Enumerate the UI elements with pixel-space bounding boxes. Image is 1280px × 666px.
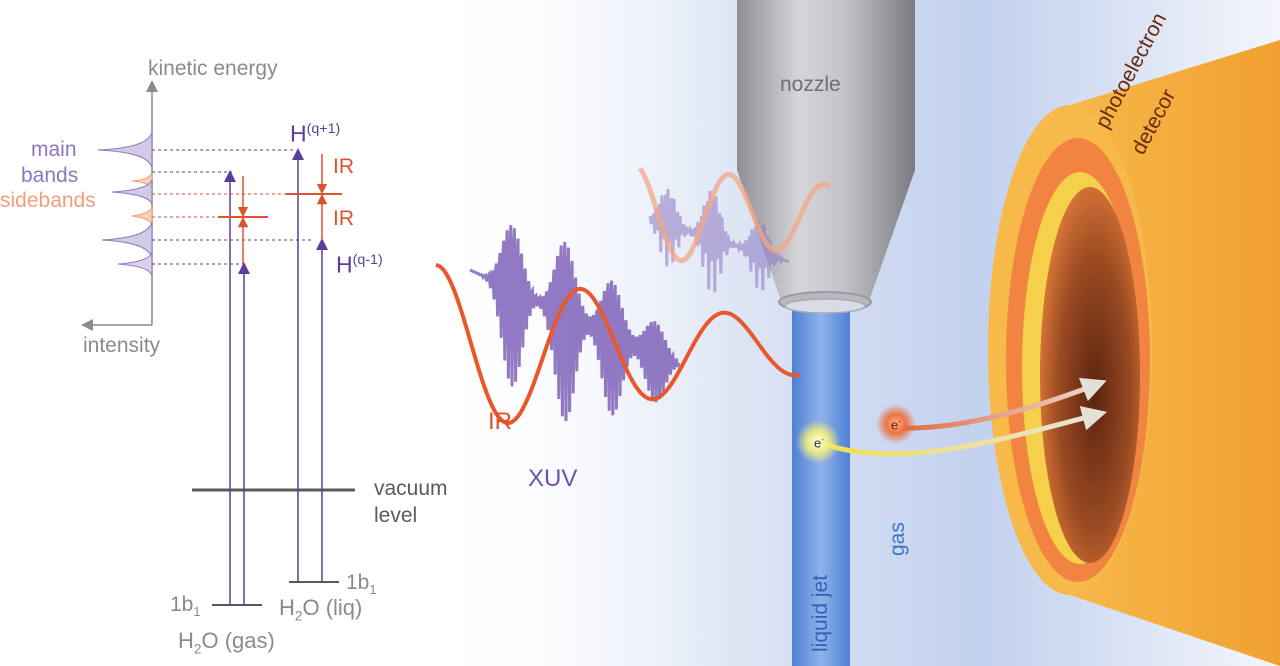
gas-label: gas bbox=[886, 522, 909, 556]
liq-sideband-arrows bbox=[286, 154, 342, 240]
liquid-jet bbox=[792, 305, 850, 666]
ir-wave-front bbox=[435, 263, 801, 426]
liquid-jet-label: liquid jet bbox=[809, 574, 832, 652]
kinetic-energy-label: kinetic energy bbox=[148, 57, 278, 80]
ir-upper-label: IR bbox=[333, 155, 354, 178]
intensity-label: intensity bbox=[83, 334, 161, 357]
nozzle-label: nozzle bbox=[780, 73, 841, 96]
liq-species-label: H2O (liq) bbox=[279, 595, 363, 624]
electron-liquid-label: e- bbox=[814, 435, 824, 451]
vacuum-label-line2: level bbox=[374, 504, 418, 527]
harmonic-upper-label: H(q+1) bbox=[290, 120, 341, 147]
xuv-beam-label: XUV bbox=[528, 465, 578, 492]
gas-sideband-arrows bbox=[218, 176, 268, 264]
sidebands-label: sidebands bbox=[0, 189, 96, 212]
detector-shape bbox=[988, 40, 1280, 666]
ir-lower-label: IR bbox=[333, 207, 354, 230]
nozzle-shape bbox=[737, 0, 915, 314]
electron-gas-label: e- bbox=[891, 417, 901, 433]
electron-liquid bbox=[796, 420, 840, 464]
main-bands-label-line1: main bbox=[31, 138, 77, 161]
gas-orbital-label: 1b1 bbox=[170, 593, 201, 620]
xuv-pulse-train-back bbox=[648, 188, 790, 293]
vacuum-label-line1: vacuum bbox=[374, 477, 448, 500]
gas-species-label: H2O (gas) bbox=[178, 628, 275, 657]
harmonic-lower-label: H(q-1) bbox=[336, 251, 383, 278]
main-bands-label-line2: bands bbox=[21, 164, 79, 187]
electron-trail-liquid bbox=[823, 406, 1108, 457]
ir-wave-back bbox=[637, 167, 832, 264]
electron-gas bbox=[876, 404, 916, 444]
electron-trail-gas bbox=[897, 377, 1107, 431]
liq-orbital-label: 1b1 bbox=[346, 571, 377, 598]
ir-beam-label: IR bbox=[488, 408, 512, 435]
spectrum-peaks bbox=[97, 131, 153, 277]
